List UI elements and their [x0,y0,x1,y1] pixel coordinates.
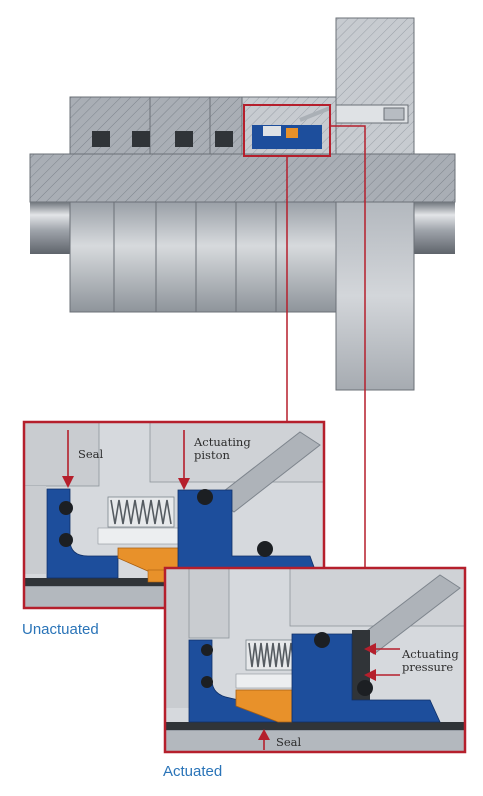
frame-actuated [163,566,467,754]
pressure-label-line2: pressure [402,660,453,674]
piston-label-line2: piston [194,448,230,462]
piston-label-line1: Actuating [193,435,251,449]
caption-unactuated: Unactuated [22,621,99,638]
seal-label-unactuated: Seal [78,447,104,461]
caption-actuated: Actuated [163,763,223,780]
main-assembly [29,17,456,568]
spring-unactuated [107,496,175,528]
pressure-label-line1: Actuating [401,647,459,661]
sleeve-segments [69,201,337,313]
insert-actuated [235,689,293,723]
seal-label-actuated: Seal [276,735,302,749]
detail-actuated: Actuating pressure Seal [163,566,467,754]
piston-actuated [291,633,441,723]
shaft-collar [29,153,456,203]
leader-line-actuated [330,125,366,568]
